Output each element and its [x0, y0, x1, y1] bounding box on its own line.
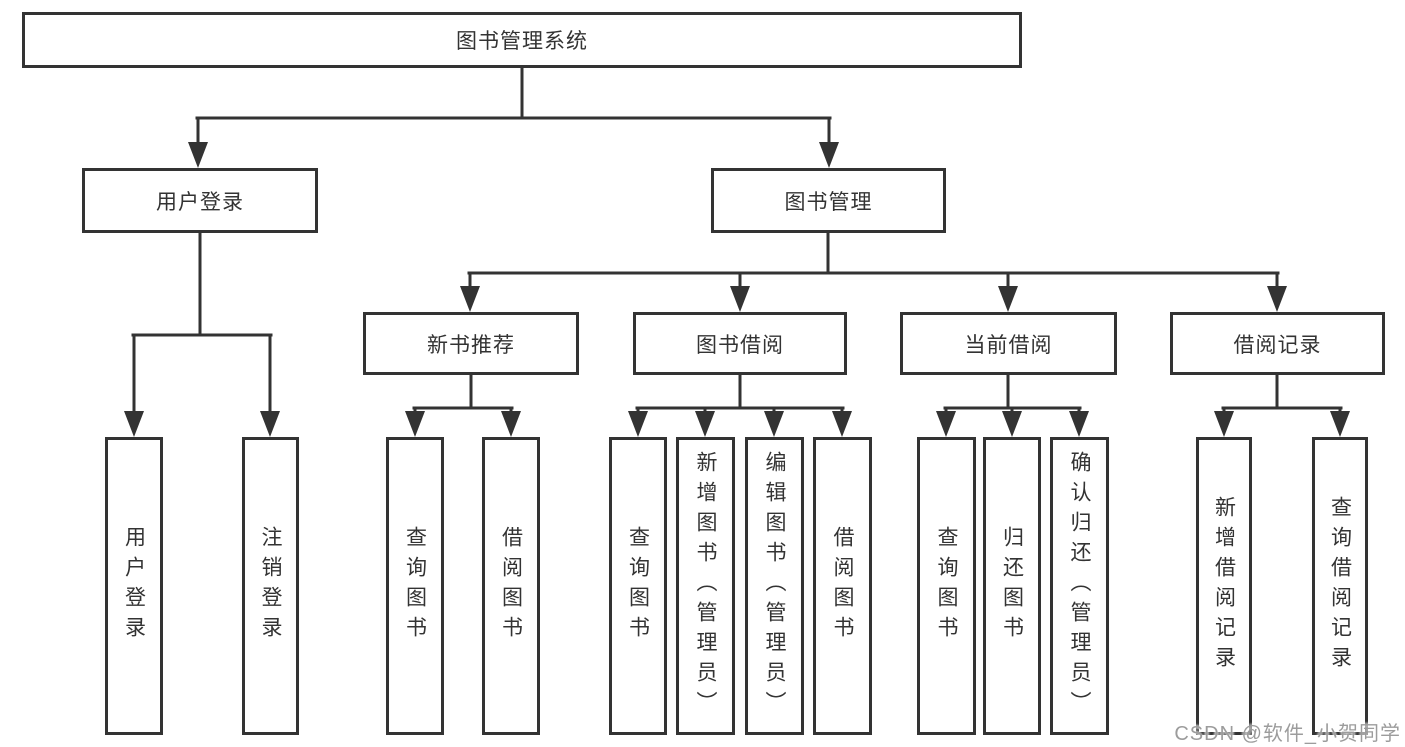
node-book-management: 图书管理 [711, 168, 946, 233]
node-root-system: 图书管理系统 [22, 12, 1022, 68]
leaf-add-borrow-record: 新增借阅记录 [1196, 437, 1252, 735]
leaf-query-borrow-record: 查询借阅记录 [1312, 437, 1368, 735]
leaf-query-books-current: 查询图书 [917, 437, 976, 735]
leaf-edit-book-admin: 编辑图书（管理员） [745, 437, 804, 735]
leaf-return-book: 归还图书 [983, 437, 1041, 735]
node-book-borrowing: 图书借阅 [633, 312, 847, 375]
node-current-borrowing: 当前借阅 [900, 312, 1117, 375]
node-borrow-records: 借阅记录 [1170, 312, 1385, 375]
leaf-confirm-return-admin: 确认归还（管理员） [1050, 437, 1109, 735]
arrow-down-heads [124, 142, 1350, 437]
leaf-query-books-recommend: 查询图书 [386, 437, 444, 735]
leaf-add-book-admin: 新增图书（管理员） [676, 437, 735, 735]
leaf-user-login: 用户登录 [105, 437, 163, 735]
leaf-borrow-books-recommend: 借阅图书 [482, 437, 540, 735]
leaf-logout: 注销登录 [242, 437, 299, 735]
leaf-query-books-borrowing: 查询图书 [609, 437, 667, 735]
csdn-watermark: CSDN @软件_小贺同学 [1174, 723, 1401, 745]
node-user-login: 用户登录 [82, 168, 318, 233]
node-new-book-recommend: 新书推荐 [363, 312, 579, 375]
leaf-borrow-books-borrowing: 借阅图书 [813, 437, 872, 735]
